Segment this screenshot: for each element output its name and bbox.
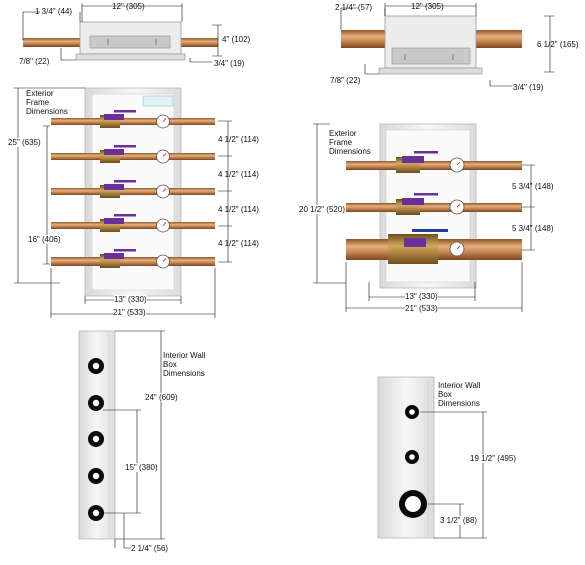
front-left-height-dim: 25" (635): [8, 138, 41, 147]
side-left-title: Interior Wall Box Dimensions: [163, 351, 227, 378]
title-line: Interior Wall: [438, 381, 481, 390]
front-left-title: Exterior Frame Dimensions: [26, 89, 82, 116]
front-left-inner-width-dim: 13" (330): [114, 295, 147, 304]
front-right-title: Exterior Frame Dimensions: [329, 129, 389, 156]
bracket-marks: [404, 54, 454, 60]
front-left-view: [14, 87, 232, 318]
valve-row: [51, 214, 215, 233]
valve-row: [346, 151, 522, 173]
top-left-width-dim: 12" (305): [112, 2, 145, 11]
pipe-stub-right: [475, 30, 522, 48]
front-left-dimension-lines: [14, 87, 232, 318]
side-left-view: [78, 330, 165, 549]
top-left-lip-dim: 3/4" (19): [214, 59, 245, 68]
valve-row-large: [346, 229, 522, 264]
top-right-lip-dim: 3/4" (19): [513, 83, 544, 92]
front-right-inner-width-dim: 13" (330): [405, 292, 438, 301]
title-line: Exterior: [26, 89, 54, 98]
top-left-dimension-lines: [22, 3, 222, 63]
bracket-marks: [107, 39, 157, 45]
front-right-outer-width-dim: 21" (533): [405, 304, 438, 313]
pipe-holes: [88, 358, 104, 521]
front-left-spacing-dim: 4 1/2" (114): [218, 135, 259, 144]
valve-rows: [346, 151, 522, 264]
valve-row: [51, 180, 215, 199]
box-opening: [391, 47, 471, 65]
pipe-stub-left: [341, 30, 388, 48]
title-line: Interior Wall: [163, 351, 206, 360]
top-left-pipe-stub-dim: 1 3/4" (44): [35, 7, 73, 16]
side-left-hole-span-dim: 15" (380): [125, 463, 158, 472]
title-line: Box: [163, 360, 177, 369]
pipe-holes: [399, 405, 427, 518]
valve-row: [51, 249, 215, 269]
side-right-offset-dim: 3 1/2" (88): [440, 516, 478, 525]
title-line: Dimensions: [163, 369, 205, 378]
side-left-height-dim: 24" (609): [145, 393, 178, 402]
valve-row: [51, 145, 215, 164]
pipe-stub-right: [180, 38, 218, 47]
front-left-inner-height-dim: 16" (406): [28, 235, 61, 244]
side-right-view: [377, 376, 487, 539]
top-left-top-view: [22, 3, 222, 63]
title-line: Dimensions: [26, 107, 68, 116]
side-right-title: Interior Wall Box Dimensions: [438, 381, 502, 408]
title-line: Frame: [26, 98, 50, 107]
top-left-depth-dim: 4" (102): [222, 35, 251, 44]
side-left-dimension-lines: [103, 330, 165, 549]
title-line: Dimensions: [329, 147, 371, 156]
valve-rows: [51, 110, 215, 269]
side-left-offset-dim: 2 1/4" (56): [131, 544, 169, 553]
front-right-spacing-dim: 5 3/4" (148): [512, 182, 554, 191]
front-left-spacing-dim: 4 1/2" (114): [218, 170, 259, 179]
valve-row: [51, 110, 215, 129]
front-left-outer-width-dim: 21" (533): [113, 308, 146, 317]
top-right-flange-dim: 7/8" (22): [330, 76, 361, 85]
title-line: Dimensions: [438, 399, 480, 408]
top-right-pipe-stub-dim: 2 1/4" (57): [335, 3, 373, 12]
box-flange: [378, 67, 483, 75]
brand-label: [142, 95, 174, 107]
top-right-depth-dim: 6 1/2" (165): [537, 40, 579, 49]
box-flange: [75, 53, 186, 61]
front-left-spacing-dim: 4 1/2" (114): [218, 239, 259, 248]
pipe-stub-left: [23, 38, 83, 47]
box-opening: [89, 35, 171, 49]
top-right-top-view: [340, 3, 554, 87]
side-right-height-dim: 19 1/2" (495): [470, 454, 516, 463]
title-line: Frame: [329, 138, 353, 147]
title-line: Exterior: [329, 129, 357, 138]
front-right-spacing-dim: 5 3/4" (148): [512, 224, 554, 233]
valve-row: [346, 193, 522, 215]
front-right-height-dim: 20 1/2" (520): [299, 205, 345, 214]
front-right-view: [313, 123, 535, 312]
top-right-width-dim: 12" (305): [411, 2, 444, 11]
top-left-flange-dim: 7/8" (22): [19, 57, 50, 66]
title-line: Box: [438, 390, 452, 399]
top-right-dimension-lines: [340, 3, 554, 87]
front-left-spacing-dim: 4 1/2" (114): [218, 205, 259, 214]
